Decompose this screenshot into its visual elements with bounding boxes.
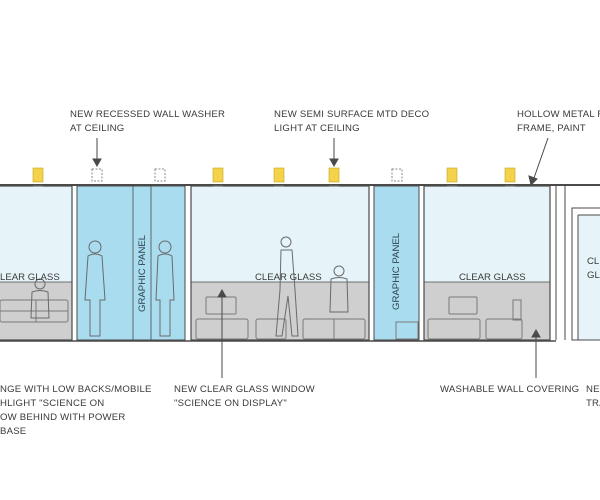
leader-arrows [92, 137, 549, 378]
note-lounge-line2: HLIGHT "SCIENCE ON [0, 398, 104, 409]
wall-washer-fixture [391, 168, 403, 182]
note-clear-glass-window-line2: "SCIENCE ON DISPLAY" [174, 398, 287, 409]
note-edge-line2: TRA [586, 398, 600, 409]
wall-washer-fixture [154, 168, 166, 182]
deco-light-fixture [273, 167, 285, 183]
note-deco-light-line2: LIGHT AT CEILING [274, 123, 360, 134]
note-hollow-metal-line1: HOLLOW METAL R [517, 109, 600, 120]
deco-light-fixture [446, 167, 458, 183]
wall-elevation [0, 184, 600, 342]
note-lounge-line4: BASE [0, 426, 26, 437]
label-edge-glass-line2: GL [587, 270, 600, 281]
graphic-panel-1 [76, 185, 186, 341]
label-edge-glass-line1: CL [587, 256, 600, 267]
annotation-notes: NEW RECESSED WALL WASHER AT CEILING NEW … [0, 109, 600, 437]
note-lounge-line3: OW BEHIND WITH POWER [0, 412, 126, 423]
furniture-zone-3 [424, 282, 550, 340]
note-lounge-line1: NGE WITH LOW BACKS/MOBILE [0, 384, 152, 395]
label-graphic-panel-1: GRAPHIC PANEL [137, 234, 148, 312]
deco-light-fixture [328, 167, 340, 183]
glass-bay-edge [578, 215, 600, 340]
label-clear-glass-1: LEAR GLASS [0, 272, 60, 283]
label-clear-glass-2: CLEAR GLASS [255, 272, 322, 283]
hollow-metal-frame [555, 186, 600, 341]
label-clear-glass-3: CLEAR GLASS [459, 272, 526, 283]
note-wall-washer-line1: NEW RECESSED WALL WASHER [70, 109, 225, 120]
label-graphic-panel-2: GRAPHIC PANEL [391, 232, 402, 310]
note-clear-glass-window-line1: NEW CLEAR GLASS WINDOW [174, 384, 316, 395]
graphic-panel-2 [373, 185, 420, 341]
bay-labels: LEAR GLASS CLEAR GLASS CLEAR GLASS CL GL… [0, 232, 600, 312]
ceiling-fixtures [32, 167, 516, 187]
glass-bay-1 [0, 186, 72, 282]
note-deco-light-line1: NEW SEMI SURFACE MTD DECO [274, 109, 429, 120]
note-hollow-metal-line2: FRAME, PAINT [517, 123, 586, 134]
note-washable-wall: WASHABLE WALL COVERING [440, 384, 579, 395]
deco-light-fixture [504, 167, 516, 183]
note-wall-washer-line2: AT CEILING [70, 123, 124, 134]
deco-light-fixture [32, 167, 44, 183]
note-edge-line1: NEV [586, 384, 600, 395]
wall-washer-fixture [91, 168, 103, 182]
people-figures [30, 236, 349, 337]
glass-bay-3 [424, 186, 550, 282]
deco-light-fixture [212, 167, 224, 183]
